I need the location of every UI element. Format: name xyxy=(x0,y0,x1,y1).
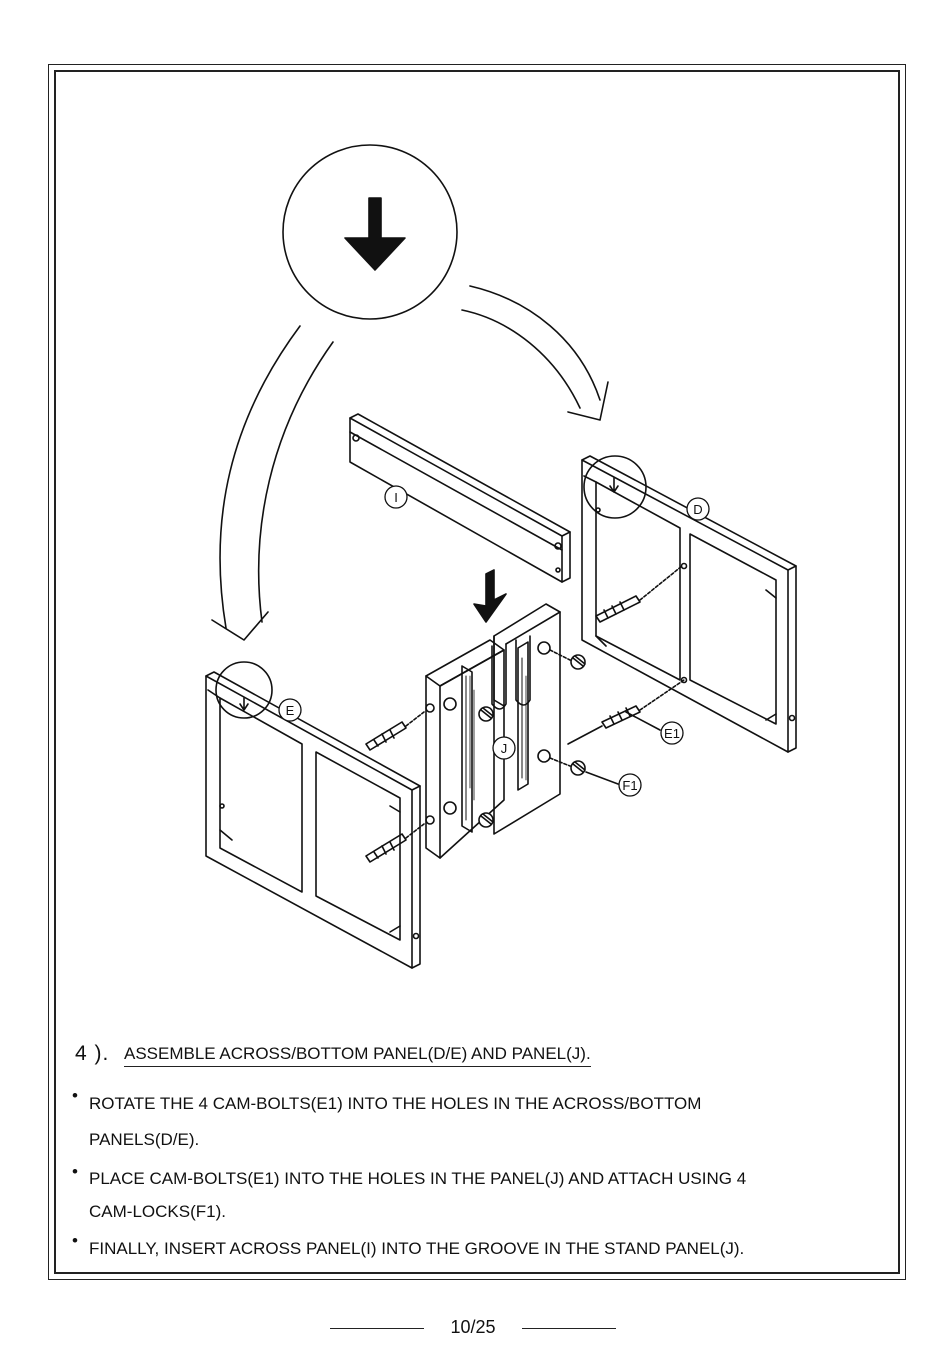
cam-lock-icon xyxy=(549,649,586,670)
step-heading: 4 ). ASSEMBLE ACROSS/BOTTOM PANEL(D/E) A… xyxy=(75,1040,795,1072)
cam-bolt-icon xyxy=(365,823,425,863)
bullet-icon: • xyxy=(72,1086,78,1105)
instruction-text: PLACE CAM-BOLTS(E1) INTO THE HOLES IN TH… xyxy=(89,1169,747,1188)
cam-lock-icon xyxy=(478,812,494,828)
instruction-item: • ROTATE THE 4 CAM-BOLTS(E1) INTO THE HO… xyxy=(72,1086,872,1158)
curved-arrow-icon xyxy=(211,325,334,641)
curved-arrow-icon xyxy=(461,285,609,421)
down-arrow-icon xyxy=(473,569,507,623)
cam-bolt-icon xyxy=(365,711,425,751)
step-title: ASSEMBLE ACROSS/BOTTOM PANEL(D/E) AND PA… xyxy=(124,1044,591,1067)
cam-bolt-icon xyxy=(567,679,685,745)
callout-panel-e: E xyxy=(286,703,295,718)
instruction-text: FINALLY, INSERT ACROSS PANEL(I) INTO THE… xyxy=(89,1239,745,1258)
instruction-text: PANELS(D/E). xyxy=(89,1130,200,1149)
page-footer: 10/25 xyxy=(330,1316,616,1340)
page-border-outer xyxy=(48,64,906,1280)
bullet-icon: • xyxy=(72,1231,78,1250)
callout-panel-i: I xyxy=(394,490,398,505)
callout-panel-d: D xyxy=(693,502,702,517)
step-number: 4 ). xyxy=(75,1042,110,1065)
callout-cam-lock: F1 xyxy=(622,778,637,793)
panel-e-drawing xyxy=(205,661,425,969)
cam-bolt-icon xyxy=(595,565,683,623)
bullet-icon: • xyxy=(72,1162,78,1181)
page-border-inner xyxy=(54,70,900,1274)
instruction-item: • PLACE CAM-BOLTS(E1) INTO THE HOLES IN … xyxy=(72,1162,872,1228)
instruction-text: CAM-LOCKS(F1). xyxy=(89,1202,226,1221)
footer-divider xyxy=(522,1328,616,1329)
instruction-list: • ROTATE THE 4 CAM-BOLTS(E1) INTO THE HO… xyxy=(72,1086,872,1267)
rotate-indicator xyxy=(282,144,458,320)
callout-panel-j: J xyxy=(501,741,508,756)
cam-lock-icon xyxy=(549,757,586,776)
instruction-text: ROTATE THE 4 CAM-BOLTS(E1) INTO THE HOLE… xyxy=(89,1094,702,1113)
down-arrow-icon xyxy=(344,197,406,271)
panel-i-drawing xyxy=(349,413,571,583)
panel-j-drawing xyxy=(425,569,586,859)
cam-lock-icon xyxy=(478,706,494,722)
panel-d-drawing xyxy=(567,455,797,753)
instruction-item: • FINALLY, INSERT ACROSS PANEL(I) INTO T… xyxy=(72,1231,872,1267)
page-number: 10/25 xyxy=(450,1317,496,1337)
callout-cam-bolt: E1 xyxy=(664,726,680,741)
footer-divider xyxy=(330,1328,424,1329)
